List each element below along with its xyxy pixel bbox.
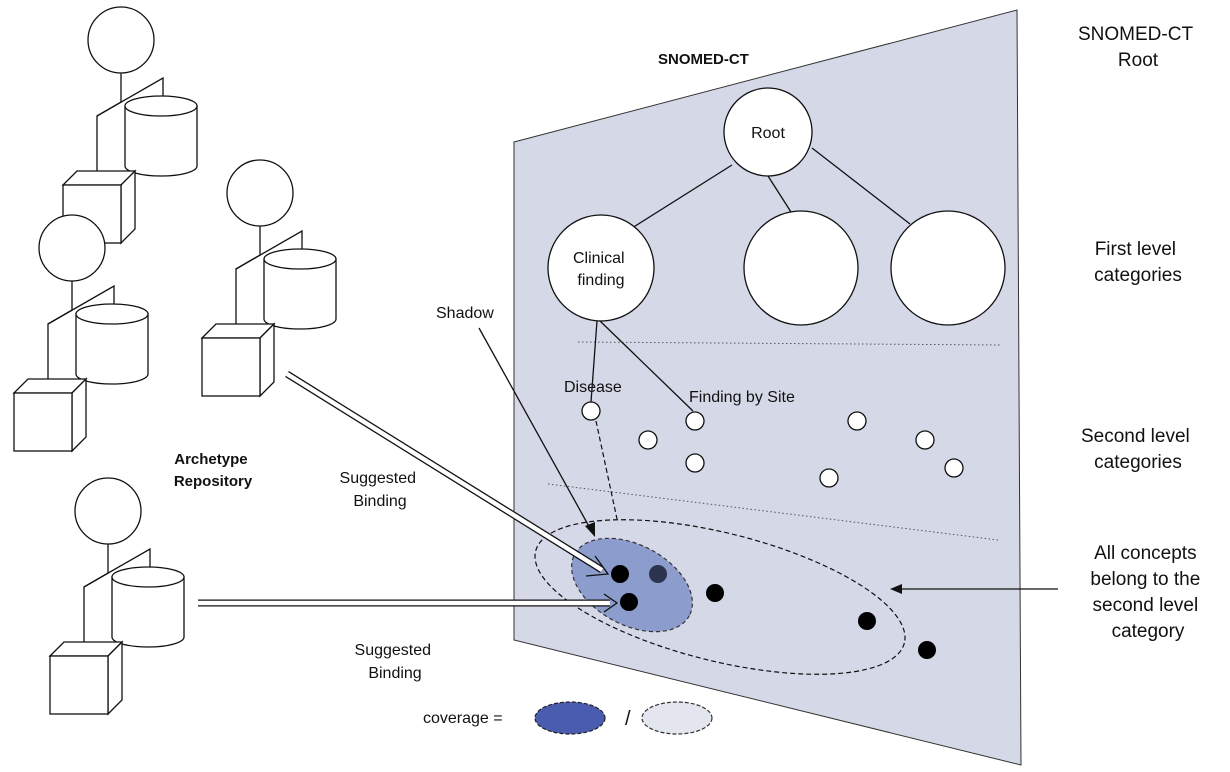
archetype-circle-icon <box>38 214 106 282</box>
archetype-cylinder-icon <box>111 576 185 648</box>
clinical-finding-node <box>547 214 655 322</box>
archetype-cylinder-top <box>111 566 185 588</box>
side-label-all-concepts: All concepts belong to the second level … <box>1090 543 1205 642</box>
coverage-separator: / <box>625 708 631 730</box>
shadow-ellipse <box>571 537 693 633</box>
disease-shadow-link <box>595 420 618 520</box>
archetype-1 <box>61 6 198 245</box>
coverage-label: coverage = <box>423 710 503 727</box>
second-level-node <box>685 453 705 473</box>
clinical-finding-label: Clinical finding <box>573 250 629 289</box>
archetype-cylinder-top <box>263 248 337 270</box>
first-level-node-2 <box>743 210 859 326</box>
root-node <box>723 87 813 177</box>
shadow-label: Shadow <box>436 305 494 322</box>
concept-dots <box>611 565 936 659</box>
side-label-root: SNOMED-CT Root <box>1078 24 1198 71</box>
archetype-repository-label: Archetype Repository <box>174 451 253 490</box>
edge-root-middle <box>767 175 792 213</box>
coverage-denominator-ellipse <box>641 701 713 735</box>
disease-label: Disease <box>564 379 622 396</box>
archetype-connector <box>96 73 122 180</box>
archetype-connector <box>96 76 164 117</box>
archetype-3 <box>200 159 337 398</box>
second-level-node-disease <box>581 401 601 421</box>
archetype-cube-icon <box>49 655 109 715</box>
first-level-node-3 <box>890 210 1006 326</box>
all-concepts-arrowhead <box>890 584 902 594</box>
second-level-node <box>847 411 867 431</box>
concept-dot-shadow <box>649 565 667 583</box>
archetype-connector <box>235 229 303 270</box>
concept-dot <box>918 641 936 659</box>
finding-by-site-label: Finding by Site <box>689 389 795 406</box>
archetype-circle-icon <box>226 159 294 227</box>
archetype-connector <box>47 284 115 325</box>
archetype-cylinder-icon <box>124 105 198 177</box>
second-level-node <box>819 468 839 488</box>
edge-root-right <box>811 147 911 225</box>
archetype-2 <box>12 214 149 453</box>
second-level-node <box>915 430 935 450</box>
suggested-binding-arrow-upper <box>285 371 610 577</box>
archetype-cylinder-icon <box>75 313 149 385</box>
suggested-binding-label-lower: Suggested Binding <box>355 642 436 682</box>
archetype-circle-icon <box>87 6 155 74</box>
archetype-repository-icons <box>12 6 337 716</box>
second-level-node <box>638 430 658 450</box>
coverage-numerator-ellipse <box>534 701 606 735</box>
archetype-circle-icon <box>74 477 142 545</box>
side-label-second-level: Second level categories <box>1081 426 1195 473</box>
archetype-cylinder-icon <box>263 258 337 330</box>
archetype-connector <box>235 226 261 333</box>
archetype-connector <box>83 547 151 588</box>
second-level-node-finding-by-site <box>685 411 705 431</box>
all-concepts-ellipse <box>534 519 906 675</box>
shadow-arrowhead <box>585 522 595 537</box>
concept-dot <box>620 593 638 611</box>
shadow-arrow <box>478 327 592 531</box>
edge-clinical-finding-by-site <box>599 320 694 412</box>
side-label-first-level: First level categories <box>1094 239 1182 286</box>
root-node-label: Root <box>751 125 785 142</box>
archetype-connector <box>83 544 109 651</box>
edge-root-clinical <box>631 164 733 229</box>
edge-clinical-disease <box>590 320 598 403</box>
archetype-cube-icon <box>13 392 73 452</box>
archetype-4 <box>48 477 185 716</box>
concept-dot <box>706 584 724 602</box>
suggested-binding-arrow-lower <box>198 593 619 613</box>
archetype-cube-icon <box>201 337 261 397</box>
snomed-ct-title: SNOMED-CT <box>658 51 749 68</box>
suggested-binding-label-upper: Suggested Binding <box>340 470 421 510</box>
second-level-node <box>944 458 964 478</box>
second-level-concepts <box>581 401 964 488</box>
concept-dot <box>858 612 876 630</box>
archetype-cylinder-top <box>75 303 149 325</box>
archetype-cylinder-top <box>124 95 198 117</box>
archetype-connector <box>47 281 73 388</box>
concept-dot <box>611 565 629 583</box>
